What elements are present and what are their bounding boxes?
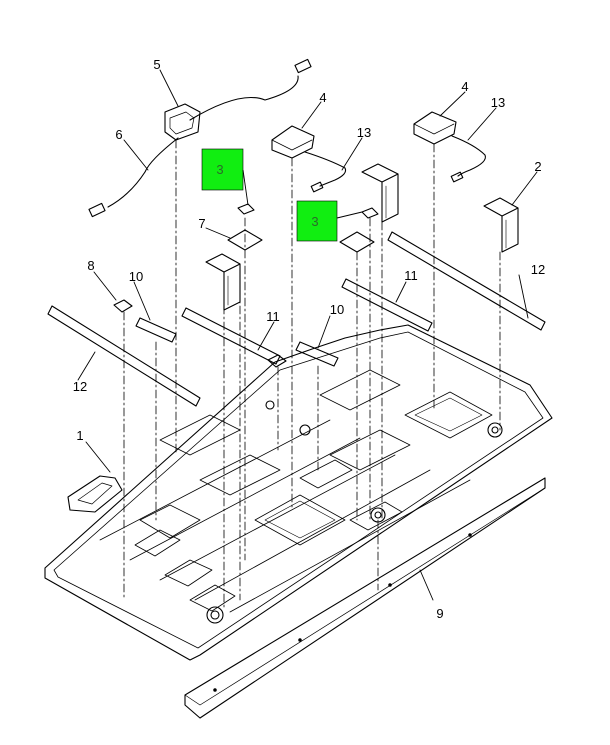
callout-12-right: 12 [531, 262, 545, 277]
callout-12-left: 12 [73, 379, 87, 394]
highlight-box-right: 3 [296, 200, 338, 242]
antenna-cable-center [304, 151, 347, 187]
sill-rail [184, 477, 546, 719]
bracket-left [205, 253, 241, 311]
square-pad-mid [267, 354, 287, 368]
callout-2: 2 [534, 159, 541, 174]
harness-connector-top [294, 58, 312, 74]
callout-10-right: 10 [330, 302, 344, 317]
square-pad-left [113, 299, 133, 313]
gasket-right [339, 231, 375, 253]
callout-3-left: 3 [216, 162, 223, 177]
leader-lines [77, 69, 538, 601]
cable-connector-center [310, 181, 324, 193]
strip-right [387, 231, 546, 331]
callout-3-right: 3 [311, 214, 318, 229]
callout-11-right: 11 [404, 268, 418, 283]
callout-6: 6 [115, 127, 122, 142]
callout-10-left: 10 [129, 269, 143, 284]
callout-5: 5 [153, 57, 160, 72]
callout-1: 1 [76, 428, 83, 443]
callout-11-left: 11 [266, 309, 280, 324]
callout-7: 7 [198, 216, 205, 231]
highlight-box-left: 3 [201, 148, 244, 191]
cable-connector-right [450, 171, 464, 183]
harness-connector-left [88, 202, 106, 218]
callout-9: 9 [436, 606, 443, 621]
pad-right [295, 341, 339, 367]
antenna-center [271, 125, 315, 159]
callout-8: 8 [87, 258, 94, 273]
bracket-center [361, 163, 399, 223]
clip-right [361, 207, 379, 219]
alignment-lines [123, 139, 501, 611]
strip-left [47, 305, 201, 407]
callout-13-right: 13 [491, 95, 505, 110]
floor-pan [44, 324, 553, 661]
callout-4-right: 4 [461, 79, 468, 94]
clip-left [237, 203, 255, 215]
callout-4-center: 4 [319, 90, 326, 105]
strip-mid-right [341, 278, 433, 332]
gasket-left [227, 229, 263, 251]
pad-left [135, 317, 177, 343]
antenna-right [413, 111, 457, 145]
antenna-cable-right [451, 135, 486, 177]
callout-13-center: 13 [357, 125, 371, 140]
bracket-right [483, 197, 519, 253]
module-harness [189, 75, 299, 121]
control-module [164, 103, 201, 141]
harness-lead [107, 137, 179, 208]
